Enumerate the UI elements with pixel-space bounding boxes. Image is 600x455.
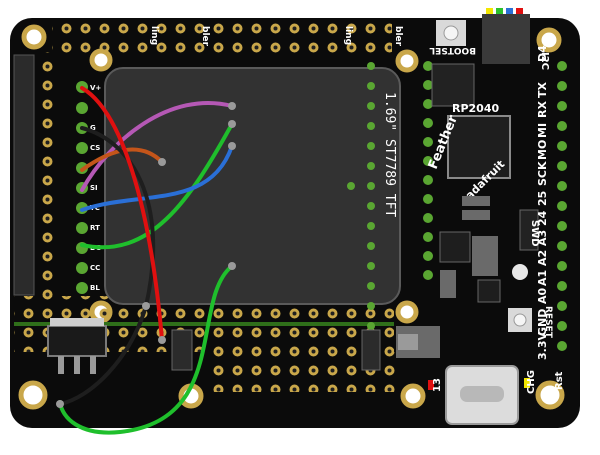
pin-label-cs: CS (90, 144, 100, 152)
i2c-label: I2C (539, 52, 550, 70)
top-header-pads (52, 22, 392, 60)
pin-24: 24 (536, 210, 549, 226)
chg-label: CHG (526, 370, 537, 394)
top-label-3: ling (343, 26, 353, 45)
pin-25: 25 (536, 191, 549, 206)
reset-label: RESET (543, 306, 553, 339)
pin-a3: A3 (536, 230, 549, 246)
pin-a2: A2 (536, 250, 549, 266)
pin-label-g: G (90, 124, 96, 132)
pin-mi: MI (536, 123, 549, 138)
wire-green-top (80, 122, 234, 250)
wire-black (58, 126, 156, 406)
feather-left-pads (423, 61, 433, 280)
left-header-socket (13, 54, 35, 296)
transistor-package (47, 325, 107, 357)
rp2040-label: RP2040 (452, 102, 499, 115)
pin-sck: SCK (536, 161, 549, 186)
pin-label-cc: CC (90, 264, 100, 272)
top-edge-labels: ling bler ling bler (149, 26, 403, 47)
pin-mo: MO (536, 140, 549, 160)
bottom-rail-green (14, 322, 394, 326)
left-header-pads (34, 52, 54, 297)
display-bl-header (171, 329, 193, 371)
pin-rx: RX (536, 101, 549, 118)
pin-tx: TX (536, 81, 549, 98)
tft-display (104, 67, 401, 305)
display-label: 1.69" ST7789 TFT (382, 92, 397, 217)
top-label-2: bler (200, 26, 210, 47)
wire-red (80, 86, 164, 342)
wires (58, 86, 234, 435)
pin-label-bl: BL (90, 284, 100, 292)
feather-right-pads (557, 61, 567, 351)
pin-d4: D4 (536, 45, 549, 62)
pin-a1: A1 (536, 270, 549, 286)
proto-header-right (361, 329, 381, 371)
wire-ends (56, 102, 236, 408)
wire-green-bottom (58, 264, 234, 435)
bootsel-label: BOOTSEL (429, 45, 476, 55)
flash-chip (431, 63, 475, 107)
top-label-1: ling (149, 26, 159, 45)
wire-purple (80, 100, 234, 192)
pin-label-vplus: V+ (90, 84, 101, 92)
rst-label: Rst (554, 371, 565, 390)
rp2040-chip (447, 115, 511, 179)
stemma-connector (482, 14, 530, 64)
wire-blue (80, 144, 234, 212)
pin-a0: A0 (536, 287, 549, 304)
feather-controller: BOOTSEL I2C RP2040 Feather adafruit SWD … (396, 8, 553, 425)
pin-3v3: 3.3V (536, 332, 549, 360)
pin-gnd: GND (536, 309, 549, 336)
feather-right-pin-labels: D4 TX RX MI MO SCK 25 24 A3 A2 A1 A0 GND… (536, 45, 549, 360)
top-label-4: bler (393, 26, 403, 47)
led-13-label: 13 (432, 378, 443, 392)
pin-label-si: SI (90, 184, 98, 192)
swd-label: SWD (529, 220, 540, 247)
pin-label-rt: RT (90, 224, 100, 232)
